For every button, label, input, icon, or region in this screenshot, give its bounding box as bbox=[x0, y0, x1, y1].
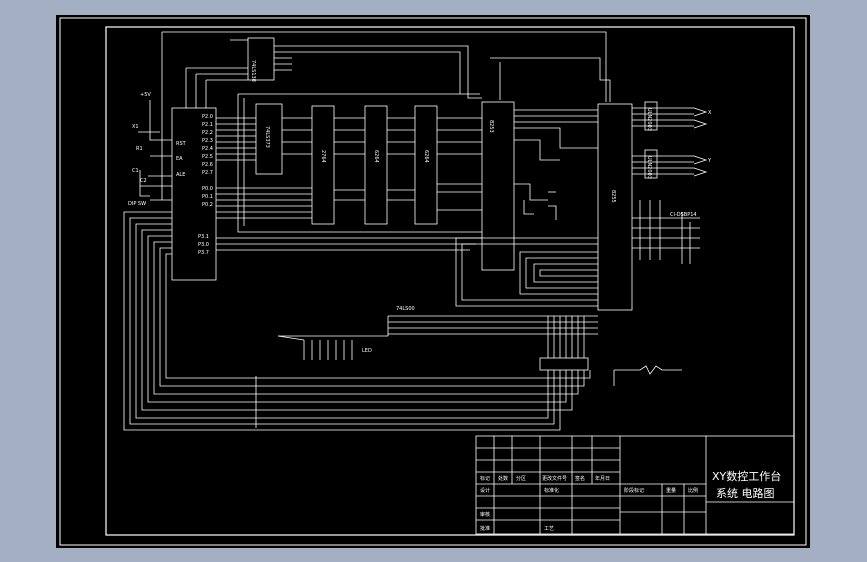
driver-x bbox=[644, 101, 658, 131]
motor-x-label: X bbox=[708, 110, 712, 116]
res-label: R1 bbox=[136, 146, 143, 152]
wiring bbox=[123, 31, 708, 431]
keyboard-label: DIP SW bbox=[128, 201, 146, 207]
drawing-title-2: 系统 电路图 bbox=[716, 487, 775, 500]
cpu-bottom-label: P3.0 bbox=[198, 242, 209, 248]
cpu-label: P2.0 bbox=[202, 114, 213, 120]
tb-row-label: 更改文件号 bbox=[542, 475, 567, 482]
memory-chip-1 bbox=[311, 105, 335, 225]
cpu-port-label: P2.5 bbox=[202, 154, 213, 160]
inner-border bbox=[105, 26, 795, 536]
tb-row-label: 年月日 bbox=[595, 475, 610, 482]
tb-weight: 重量 bbox=[666, 487, 676, 494]
cpu-side-label: RST bbox=[176, 141, 187, 147]
leds-label: LED bbox=[362, 348, 372, 354]
vcc-label: +5V bbox=[140, 92, 151, 98]
cpu-side-label: ALE bbox=[176, 172, 185, 178]
eprom-label: 2764 bbox=[320, 150, 326, 163]
cpu-port-label: P0.0 bbox=[202, 186, 213, 192]
tb-approve: 批准 bbox=[480, 525, 490, 532]
ram-label: 6264 bbox=[373, 150, 379, 163]
bus-right-label: CI-DSBP14 bbox=[670, 212, 697, 218]
cpu-bottom-label: P3.1 bbox=[198, 234, 209, 240]
tb-design: 设计 bbox=[480, 487, 490, 494]
driver-label-x: ULN2003 bbox=[646, 108, 652, 131]
bus-left-label: 74LS00 bbox=[396, 306, 415, 312]
timer-chip bbox=[481, 101, 515, 271]
cpu-port-label: P2.1 bbox=[202, 122, 213, 128]
ppi-label: 8255 bbox=[610, 190, 616, 203]
ram-label-2: 6264 bbox=[423, 150, 429, 163]
latch-label: 74LS373 bbox=[264, 126, 270, 148]
cpu-port-label: P2.4 bbox=[202, 146, 213, 152]
memory-chip-3 bbox=[414, 105, 438, 225]
driver-label-y: ULN2003 bbox=[646, 156, 652, 179]
tb-process: 工艺 bbox=[544, 526, 554, 532]
cpu-port-label: P0.1 bbox=[202, 194, 213, 200]
cpu-port-label: P2.3 bbox=[202, 138, 213, 144]
cpu-bottom-label: P3.7 bbox=[198, 250, 209, 256]
tb-row-label: 标记 bbox=[480, 475, 490, 482]
title-block bbox=[475, 435, 795, 535]
tb-stage: 阶段标记 bbox=[624, 487, 644, 494]
decoder-label: 74LS138 bbox=[250, 60, 256, 82]
drawing-title-1: XY数控工作台 bbox=[712, 469, 781, 483]
motor-y-label: Y bbox=[707, 158, 712, 164]
memory-chip-2 bbox=[364, 105, 388, 225]
cap-label-2: C2 bbox=[140, 178, 147, 184]
xtal-label: X1 bbox=[132, 124, 139, 130]
tb-row-label: 处数 bbox=[498, 475, 508, 482]
tb-standard: 标准化 bbox=[544, 487, 559, 494]
latch-chip bbox=[255, 103, 283, 175]
cpu-port-label: P2.6 bbox=[202, 162, 213, 168]
cpu-port-label: P2.2 bbox=[202, 130, 213, 136]
tb-row-label: 签名 bbox=[575, 475, 585, 482]
decoder-chip bbox=[247, 37, 275, 81]
cap-label-1: C1 bbox=[132, 168, 139, 174]
cpu-port-label: P2.7 bbox=[202, 170, 213, 176]
ppi-chip bbox=[597, 103, 633, 311]
cpu-side-label: EA bbox=[176, 156, 183, 162]
driver-y bbox=[644, 149, 658, 179]
outer-border bbox=[59, 17, 807, 546]
cpu-port-label: P0.2 bbox=[202, 202, 213, 208]
timer-label: 8253 bbox=[488, 120, 494, 133]
header-connector bbox=[539, 357, 589, 371]
tb-scale: 比例 bbox=[688, 487, 698, 494]
tb-row-label: 分区 bbox=[516, 475, 526, 482]
drawing-sheet bbox=[56, 15, 810, 548]
tb-review: 审核 bbox=[480, 511, 490, 518]
